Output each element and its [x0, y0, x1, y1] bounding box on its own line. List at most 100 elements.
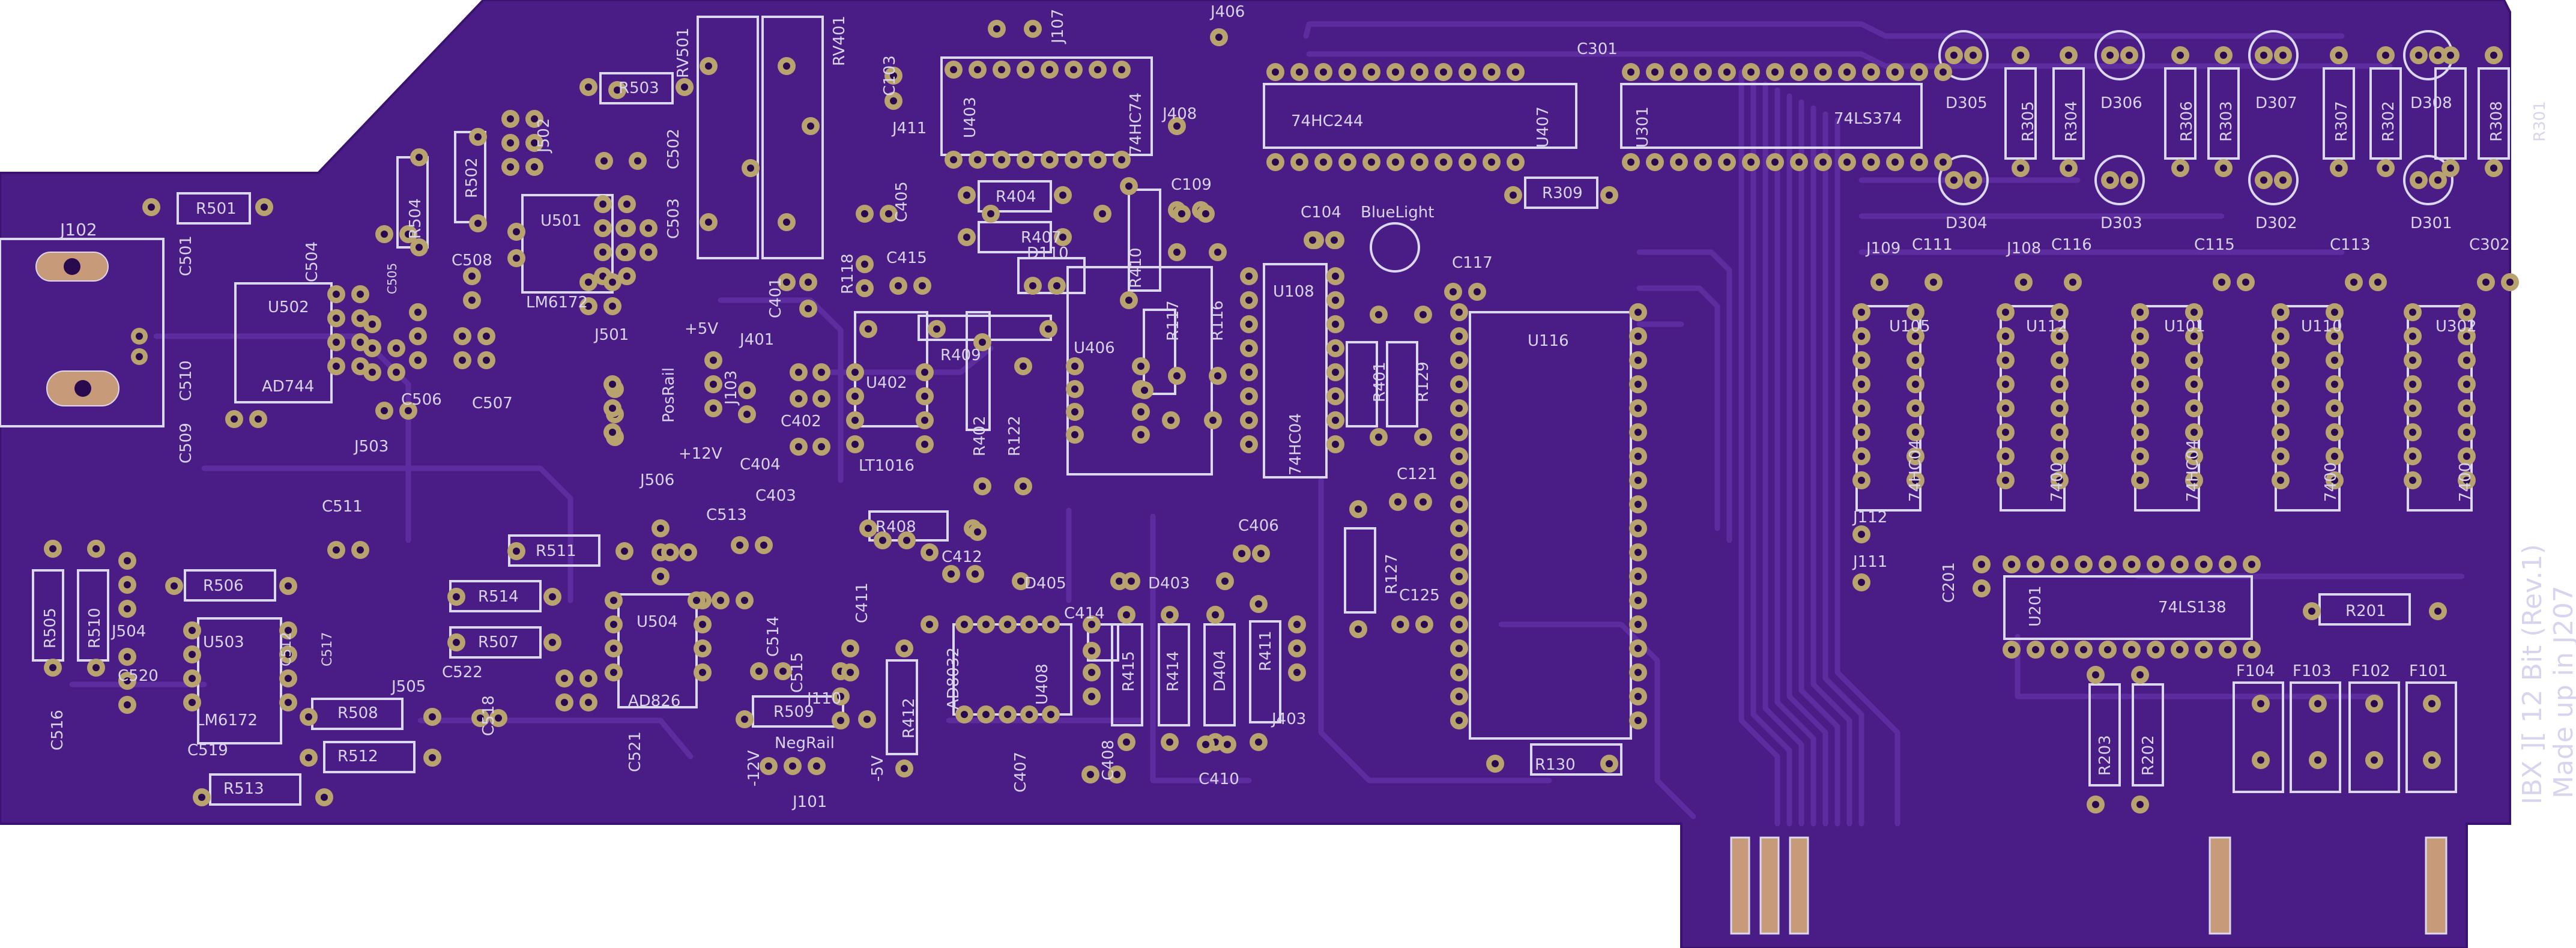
- label-c414: C414: [1064, 605, 1105, 623]
- pad-hole: [987, 210, 994, 217]
- pad-hole: [865, 325, 872, 333]
- label-plus12v: +12V: [679, 445, 722, 463]
- pad-hole: [1137, 363, 1144, 370]
- pad-hole: [124, 557, 131, 564]
- pad-hole: [2152, 561, 2159, 568]
- pad-hole: [2463, 357, 2470, 364]
- label-d403: D403: [1148, 575, 1190, 593]
- pad-hole: [1771, 68, 1779, 76]
- pad-hole: [1245, 393, 1253, 400]
- label-c505: C505: [385, 263, 399, 294]
- pad-hole: [705, 62, 712, 70]
- pad-hole: [741, 597, 748, 604]
- pad-hole: [1634, 453, 1642, 460]
- pad-hole: [2463, 429, 2470, 436]
- pad-hole: [561, 699, 568, 706]
- label-c516: C516: [49, 710, 67, 750]
- pad-hole: [531, 163, 538, 171]
- pad-hole: [513, 255, 520, 262]
- pad-hole: [736, 542, 743, 549]
- pad-hole: [1634, 597, 1642, 604]
- label-u403: U403: [961, 97, 979, 138]
- pad-hole: [1128, 578, 1135, 585]
- label-u101: U101: [2164, 318, 2206, 336]
- pad-hole: [1116, 578, 1123, 585]
- pad-hole: [1843, 159, 1851, 166]
- label-j411: J411: [891, 119, 927, 137]
- pad-grid: [44, 20, 2519, 814]
- pad-hole: [2177, 165, 2184, 172]
- pad-hole: [1915, 68, 1923, 76]
- pad-hole: [2136, 801, 2144, 808]
- label-c201: C201: [1940, 562, 1958, 603]
- pad-hole: [783, 62, 790, 70]
- label-f101: F101: [2409, 662, 2448, 680]
- label-u201: U201: [2027, 585, 2045, 627]
- label-bluelight: BlueLight: [1361, 204, 1434, 222]
- label-u501: U501: [540, 212, 582, 230]
- pad-hole: [2008, 646, 2015, 653]
- pad-hole: [1245, 369, 1253, 376]
- pad-hole: [610, 669, 617, 676]
- pad-hole: [2260, 177, 2267, 184]
- pad-hole: [2331, 381, 2338, 388]
- label-d305: D305: [1946, 94, 1988, 112]
- pad-hole: [1202, 741, 1209, 748]
- pad-hole: [333, 546, 340, 554]
- pad-hole: [2277, 309, 2284, 316]
- pad-hole: [513, 548, 520, 555]
- label-r407: R407: [1021, 229, 1062, 247]
- pad-hole: [483, 357, 490, 364]
- label-r130: R130: [1535, 756, 1576, 774]
- label-c518: C518: [480, 695, 498, 736]
- pad-hole: [1858, 405, 1865, 412]
- pad-hole: [743, 411, 751, 418]
- pad-hole: [2002, 453, 2009, 460]
- pad-hole: [2176, 646, 2183, 653]
- pad-hole: [2056, 646, 2063, 653]
- pad-hole: [369, 345, 376, 352]
- pad-hole: [1456, 717, 1463, 724]
- label-j107: J107: [1049, 9, 1067, 44]
- pad-hole: [861, 210, 868, 217]
- label-minus12v: -12V: [745, 750, 763, 786]
- label-u503: U503: [203, 633, 244, 651]
- pad-hole: [1173, 122, 1181, 130]
- label-r507: R507: [478, 633, 519, 651]
- pad-hole: [614, 86, 621, 94]
- label-hc04-a: 74HC04: [1287, 413, 1305, 476]
- pad-hole: [1099, 210, 1106, 217]
- pad-hole: [982, 711, 990, 718]
- pad-hole: [1245, 321, 1253, 328]
- pad-hole: [974, 66, 981, 73]
- label-r307: R307: [2333, 101, 2351, 142]
- pad-hole: [610, 621, 617, 628]
- pad-hole: [1166, 738, 1173, 746]
- pad-hole: [1634, 525, 1642, 532]
- pad-hole: [1699, 159, 1707, 166]
- pad-hole: [1867, 68, 1875, 76]
- pad-hole: [1940, 68, 1947, 76]
- pad-hole: [2409, 429, 2416, 436]
- pad-hole: [1912, 477, 1919, 484]
- pad-hole: [1125, 297, 1132, 304]
- pad-hole: [2002, 309, 2009, 316]
- pad-hole: [743, 387, 751, 394]
- pad-hole: [2104, 646, 2111, 653]
- pad-hole: [1355, 506, 1362, 513]
- pad-hole: [982, 621, 990, 628]
- pad-hole: [1456, 381, 1463, 388]
- pad-hole: [2136, 405, 2144, 412]
- pad-hole: [189, 699, 196, 706]
- pad-hole: [531, 115, 538, 122]
- pad-hole: [961, 711, 968, 718]
- label-r501: R501: [196, 200, 237, 218]
- pad-hole: [1071, 385, 1078, 393]
- pad-hole: [1088, 693, 1095, 700]
- pad-hole: [285, 675, 292, 682]
- pad-hole: [1891, 159, 1899, 166]
- label-u105: U105: [1889, 318, 1930, 336]
- board-title-line2: Made up in J207: [2548, 585, 2576, 799]
- pad-hole: [863, 716, 871, 723]
- pad-hole: [2463, 477, 2470, 484]
